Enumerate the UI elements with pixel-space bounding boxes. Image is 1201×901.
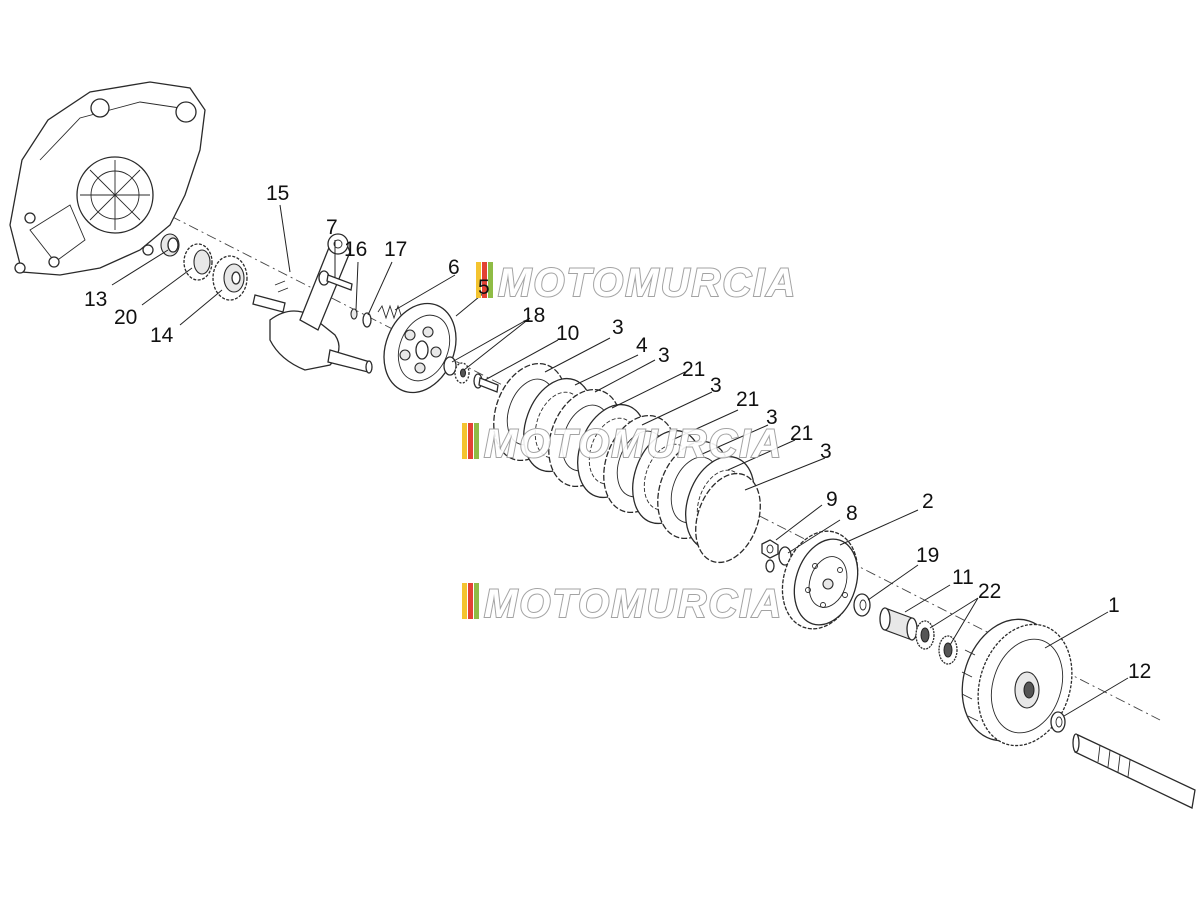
callout-14: 14 — [150, 324, 174, 347]
callout-8: 8 — [846, 502, 858, 525]
callout-21: 21 — [682, 358, 705, 381]
part-14-gear — [212, 255, 248, 301]
callout-3: 3 — [766, 406, 778, 429]
callout-4: 4 — [636, 334, 648, 357]
callout-3: 3 — [710, 374, 722, 397]
callout-21: 21 — [790, 422, 813, 445]
callout-17: 17 — [384, 238, 407, 261]
callout-1: 1 — [1108, 594, 1120, 617]
watermark-text: MOTOMURCIA — [498, 261, 797, 305]
part-22-needle-bearing — [915, 620, 958, 665]
callout-22: 22 — [978, 580, 1001, 603]
callout-labels: 13 20 14 15 7 16 17 6 5 18 10 3 4 3 21 3… — [84, 182, 1151, 683]
part-9-nut — [761, 539, 779, 559]
part-18-bearing — [443, 356, 470, 384]
callout-3: 3 — [612, 316, 624, 339]
callout-7: 7 — [326, 216, 338, 239]
callout-3: 3 — [658, 344, 670, 367]
callout-15: 15 — [266, 182, 289, 205]
watermark-top: MOTOMURCIA — [476, 260, 797, 306]
engine-case-cover — [9, 81, 206, 276]
callout-19: 19 — [916, 544, 939, 567]
callout-20: 20 — [114, 306, 137, 329]
leader-lines — [111, 204, 1129, 717]
part-5-pressure-plate — [383, 302, 457, 394]
part-2-clutch-hub — [781, 530, 859, 630]
clutch-plate-stack — [493, 362, 761, 564]
part-20-gear — [183, 243, 213, 281]
part-17-washer — [362, 312, 372, 328]
callout-21: 21 — [736, 388, 759, 411]
callout-13: 13 — [84, 288, 107, 311]
callout-18: 18 — [522, 304, 545, 327]
part-3-friction-plate — [695, 472, 761, 564]
part-19-thrust-washer — [853, 593, 871, 617]
callout-11: 11 — [952, 566, 974, 589]
primary-shaft — [1072, 733, 1196, 809]
part-1-clutch-basket — [961, 618, 1073, 747]
callout-9: 9 — [826, 488, 838, 511]
watermark-middle: MOTOMURCIA — [462, 421, 783, 467]
callout-16: 16 — [344, 238, 367, 261]
callout-12: 12 — [1128, 660, 1151, 683]
part-16-washer — [350, 308, 358, 320]
part-11-bushing — [879, 607, 918, 641]
callout-3: 3 — [820, 440, 832, 463]
part-10-pushrod — [473, 373, 499, 393]
watermark-bottom: MOTOMURCIA — [462, 581, 783, 627]
part-8-lock-washer — [765, 546, 792, 573]
callout-2: 2 — [922, 490, 934, 513]
part-12-washer — [1050, 711, 1066, 733]
part-7-bolt — [318, 270, 353, 291]
watermark-text: MOTOMURCIA — [484, 582, 783, 626]
callout-6: 6 — [448, 256, 460, 279]
callout-5: 5 — [478, 276, 490, 299]
callout-10: 10 — [556, 322, 579, 345]
part-13-bushing — [160, 233, 180, 257]
watermark-text: MOTOMURCIA — [484, 422, 783, 466]
